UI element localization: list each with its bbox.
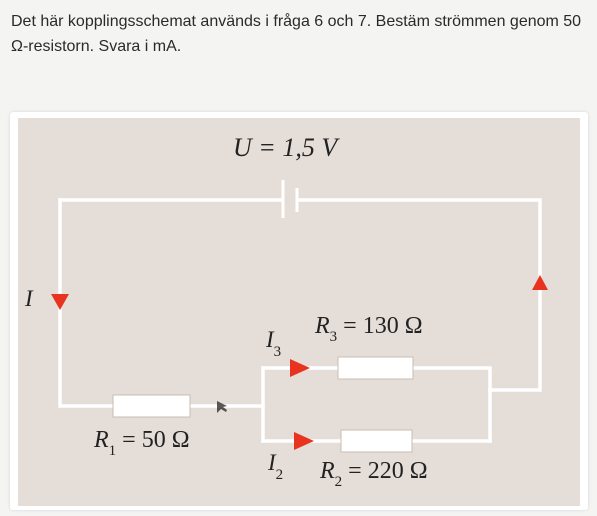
mouse-cursor-icon	[217, 401, 227, 413]
current-i2-label: I2	[267, 450, 283, 483]
r1-label: R1 = 50 Ω	[93, 427, 190, 459]
voltage-label: U = 1,5 V	[233, 133, 340, 162]
wire-top-right	[297, 198, 542, 392]
arrow-current-i3	[290, 359, 310, 377]
wire-r3-out	[411, 366, 492, 443]
arrow-right-side	[532, 275, 548, 290]
current-i3-label: I3	[265, 327, 281, 360]
current-i-label: I	[24, 286, 34, 311]
arrow-current-i2	[294, 432, 314, 450]
wire-left	[58, 198, 115, 408]
r3-label: R3 = 130 Ω	[314, 313, 423, 345]
arrow-current-i	[51, 294, 69, 310]
resistor-r3	[337, 356, 414, 380]
battery-symbol	[281, 180, 299, 218]
resistor-r1	[112, 394, 191, 418]
question-text: Det här kopplingsschemat används i fråga…	[11, 13, 582, 55]
resistor-r2	[340, 429, 413, 453]
r2-label: R2 = 220 Ω	[319, 458, 428, 490]
circuit-diagram: U = 1,5 V I I3 I2 R3 = 130 Ω R1 = 50 Ω R…	[18, 118, 580, 506]
